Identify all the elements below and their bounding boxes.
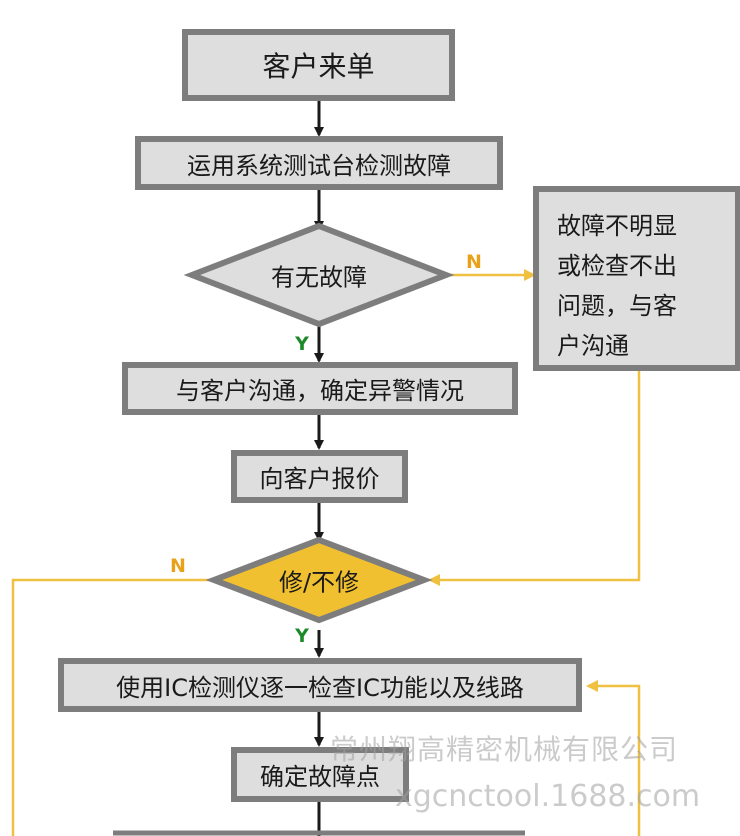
unclear-line-1: 故障不明显	[557, 212, 677, 240]
node-start: 客户来单	[182, 29, 455, 101]
unclear-line-3: 问题，与客	[557, 292, 677, 320]
node-unclear-fault: 故障不明显 或检查不出 问题，与客 户沟通	[533, 186, 740, 371]
label-repair-no: N	[170, 555, 186, 577]
decision-repair-label: 修/不修	[278, 568, 360, 597]
node-ic-check: 使用IC检测仪逐一检查IC功能以及线路	[58, 658, 582, 712]
line-repair-no	[11, 578, 211, 836]
decision-has-fault-diamond	[183, 222, 455, 328]
node-test-bench: 运用系统测试台检测故障	[135, 136, 503, 190]
watermark-company: 常州翔高精密机械有限公司	[330, 733, 679, 766]
line-loop-back-to-ic	[586, 680, 641, 836]
node-locate-fault: 确定故障点	[231, 747, 409, 802]
label-fault-yes: Y	[295, 333, 309, 355]
unclear-line-2: 或检查不出	[557, 252, 677, 280]
decision-has-fault-label: 有无故障	[271, 263, 367, 292]
node-quote: 向客户报价	[231, 450, 408, 503]
node-unclear-fault-text: 故障不明显 或检查不出 问题，与客 户沟通	[557, 206, 677, 366]
label-repair-yes: Y	[295, 625, 309, 647]
label-fault-no: N	[466, 251, 482, 273]
watermark-site: xgcnctool.1688.com	[395, 779, 701, 814]
node-communicate: 与客户沟通，确定异警情况	[122, 362, 518, 415]
unclear-line-4: 户沟通	[557, 332, 629, 360]
line-unclear-to-repair	[428, 370, 641, 586]
decision-repair-diamond	[205, 536, 433, 624]
